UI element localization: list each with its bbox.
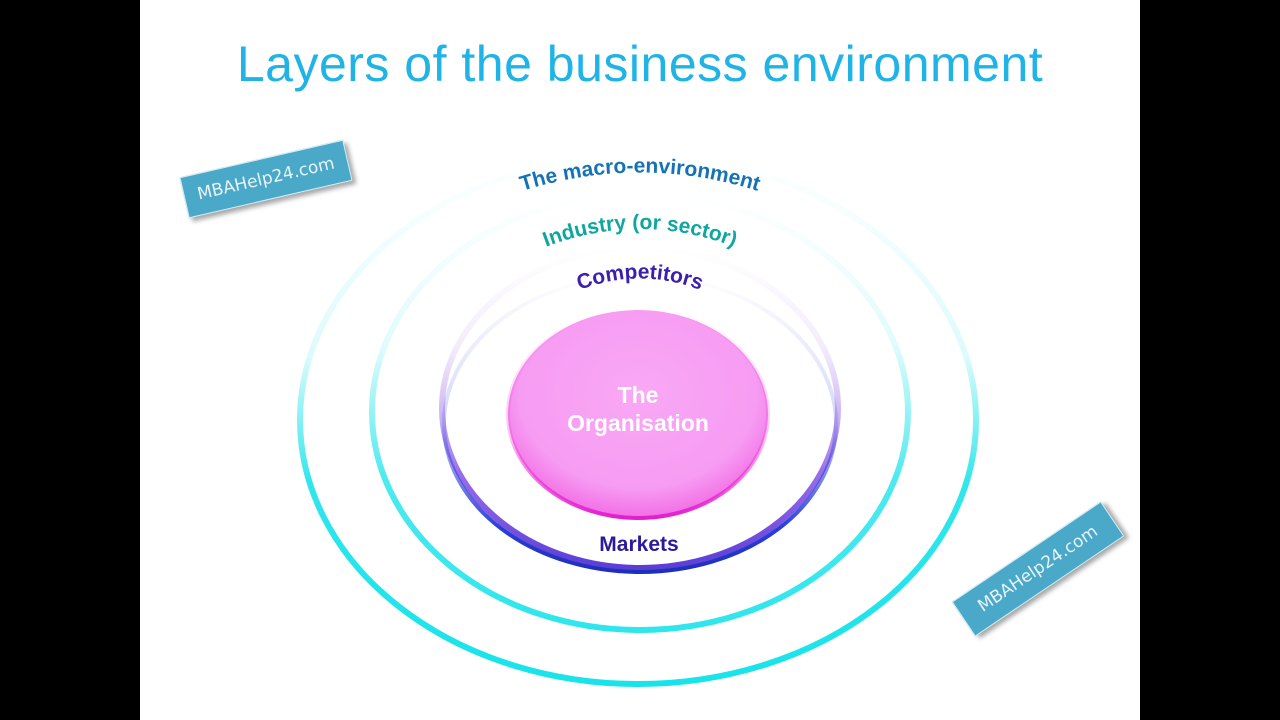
organisation-label-line2: Organisation [567, 410, 709, 436]
layers-diagram: The macro-environment Industry (or secto… [297, 153, 979, 687]
label-macro-environment: The macro-environment [517, 154, 763, 195]
organisation-circle [508, 310, 768, 518]
organisation-label-line1: The [618, 382, 659, 408]
ring-macro-environment [297, 153, 979, 687]
slide-title: Layers of the business environment [236, 36, 1044, 92]
slide: Layers of the business environment [140, 0, 1140, 720]
label-markets: Markets [599, 533, 678, 556]
organisation-circle-edge [506, 308, 770, 520]
label-competitors: Competitors [574, 260, 707, 294]
ring-industry [369, 191, 911, 633]
ring-markets [442, 274, 838, 574]
ring-competitors [439, 245, 841, 571]
